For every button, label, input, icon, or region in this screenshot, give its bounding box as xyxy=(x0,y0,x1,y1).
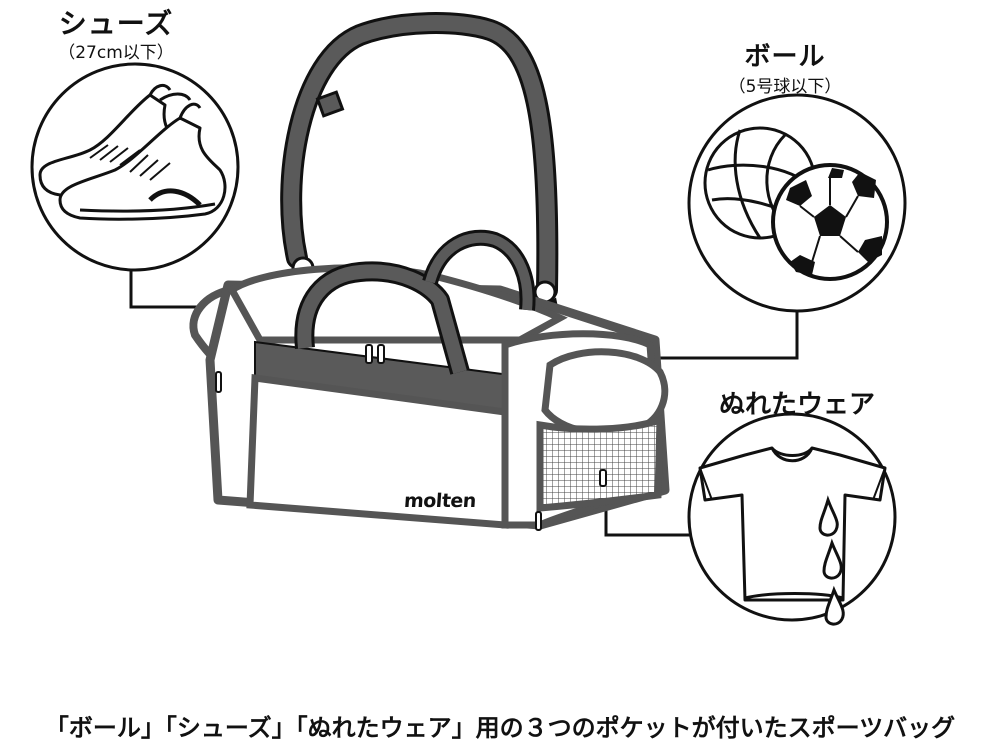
ball-leader-line xyxy=(606,311,799,360)
shoes-size-note: （27cm以下） xyxy=(58,43,174,63)
shoes-callout xyxy=(30,62,240,312)
ball-pocket-title: ボール xyxy=(744,42,826,72)
strap-pad xyxy=(315,90,345,118)
zipper-pulls xyxy=(215,344,607,531)
mesh-pocket xyxy=(536,415,664,512)
brand-logo: molten xyxy=(403,490,477,512)
shoes-pocket-title: シューズ xyxy=(58,7,174,40)
wet-wear-callout xyxy=(601,412,897,626)
ball-size-note: （5号球以下） xyxy=(728,77,842,97)
sneakers-icon xyxy=(38,83,227,221)
shoes-leader-line xyxy=(129,270,210,309)
wet-wear-pocket-title: ぬれたウェア xyxy=(718,390,875,420)
water-drops-icon xyxy=(818,495,845,626)
product-caption: 「ボール」「シューズ」「ぬれたウェア」用の３つのポケットが付いたスポーツバッグ xyxy=(44,714,956,742)
ball-callout xyxy=(598,93,907,363)
duffel-bag xyxy=(189,12,670,531)
soccer-ball-icon xyxy=(771,163,889,281)
